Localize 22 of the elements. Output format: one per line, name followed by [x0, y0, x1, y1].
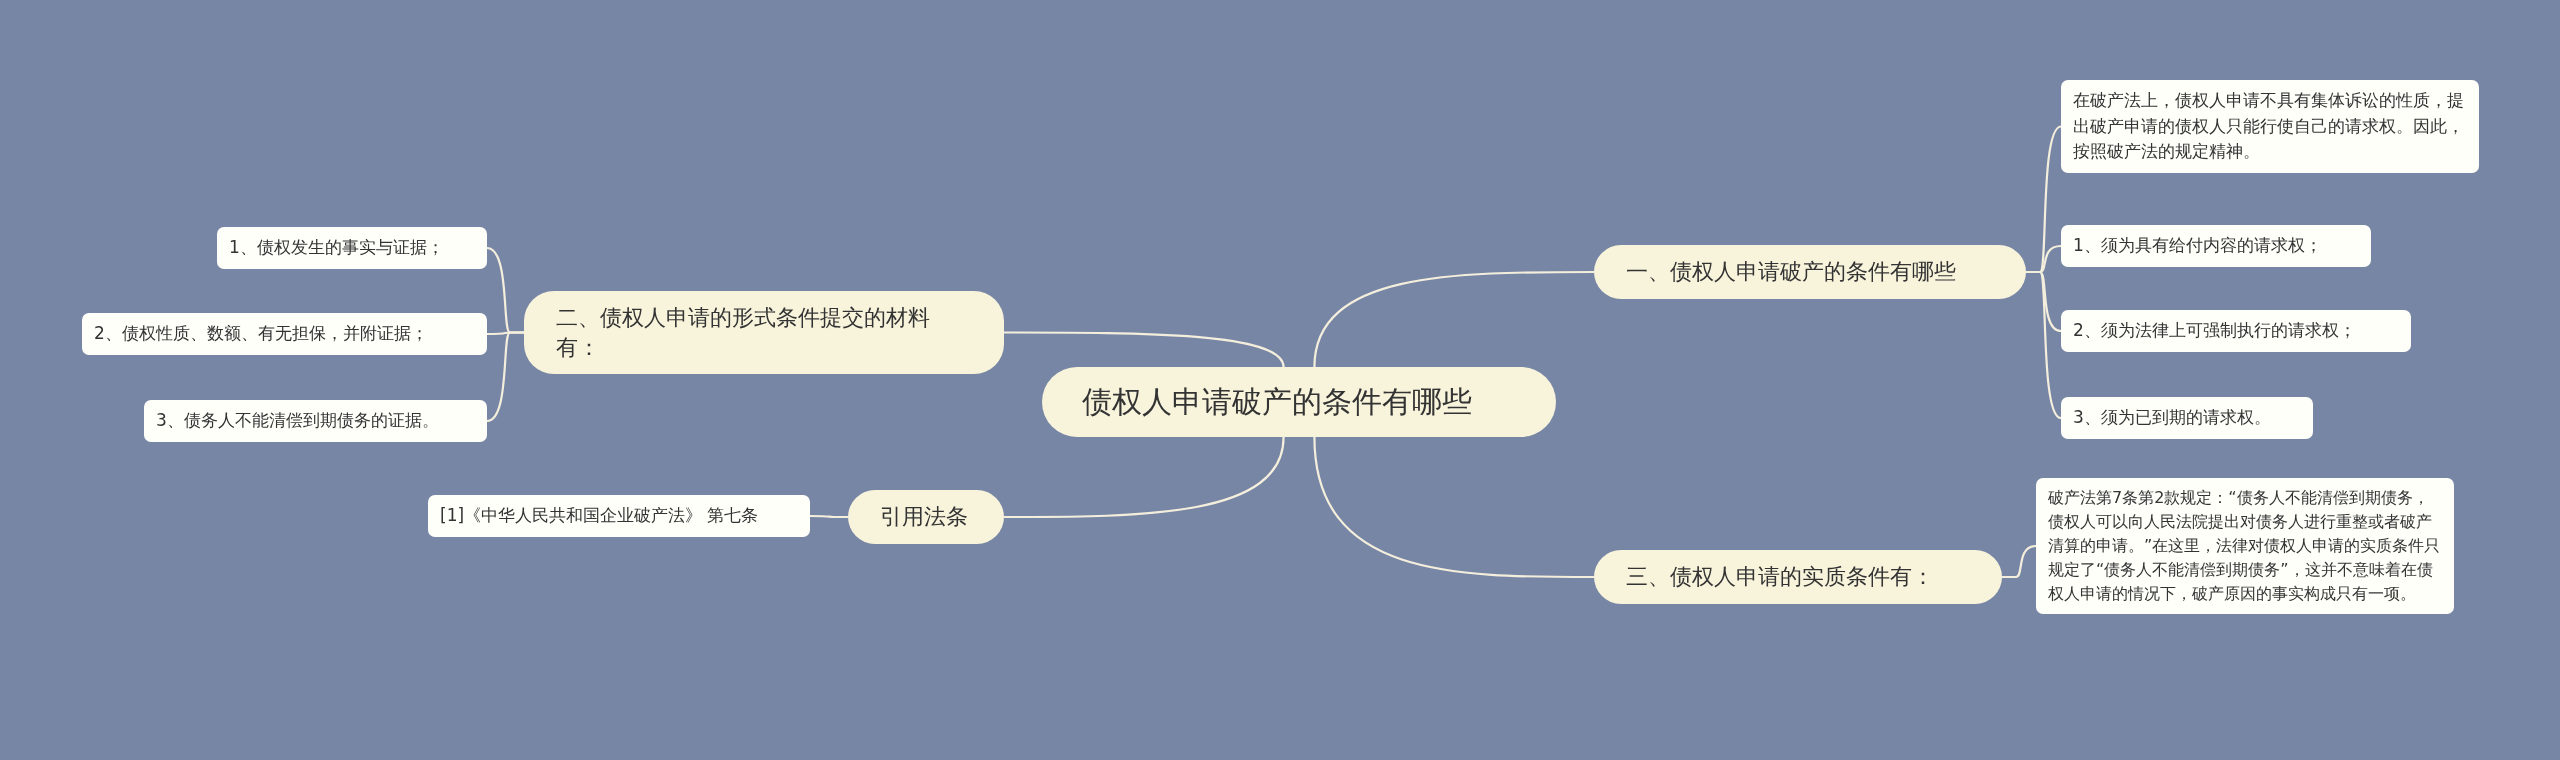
note-box: 在破产法上，债权人申请不具有集体诉讼的性质，提出破产申请的债权人只能行使自己的请求权。因此，按照破产法的规定精神。	[2061, 80, 2479, 173]
connector-line	[810, 514, 848, 519]
topic-box: 三、债权人申请的实质条件有：	[1594, 550, 2002, 604]
topic-box: 一、债权人申请破产的条件有哪些	[1594, 245, 2026, 299]
note-box: 1、须为具有给付内容的请求权；	[2061, 225, 2371, 267]
connector-line	[1004, 331, 1285, 368]
connector-line	[1313, 270, 1594, 368]
note-box: 2、须为法律上可强制执行的请求权；	[2061, 310, 2411, 352]
note-box: 2、债权性质、数额、有无担保，并附证据；	[82, 313, 487, 355]
note-box: 3、债务人不能清偿到期债务的证据。	[144, 400, 487, 442]
note-box: [1]《中华人民共和国企业破产法》 第七条	[428, 495, 810, 537]
note-box: 破产法第7条第2款规定：“债务人不能清偿到期债务，债权人可以向人民法院提出对债务人进行重整或者破产清算的申请。”在这里，法律对债权人申请的实质条件只规定了“债务人不能清偿到期债务”，这并不意味着在债权人申请的情况下，破产原因的事实构成只有一项。	[2036, 478, 2454, 614]
note-box: 1、债权发生的事实与证据；	[217, 227, 487, 269]
connector-line	[2026, 270, 2062, 419]
note-box: 3、须为已到期的请求权。	[2061, 397, 2313, 439]
connector-line	[1004, 436, 1285, 519]
topic-box: 引用法条	[848, 490, 1004, 544]
topic-box: 二、债权人申请的形式条件提交的材料有：	[524, 291, 1004, 375]
connector-line	[486, 331, 524, 423]
connector-line	[2002, 544, 2037, 579]
central-topic: 债权人申请破产的条件有哪些	[1042, 367, 1556, 437]
connector-line	[1313, 436, 1594, 579]
